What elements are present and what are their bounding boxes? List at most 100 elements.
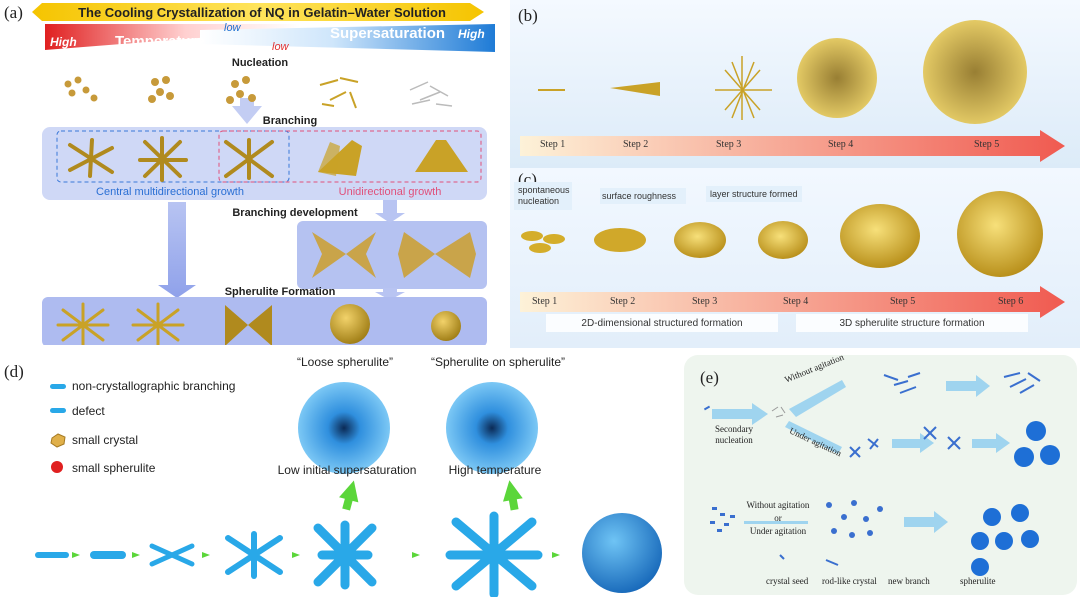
c-note-1-line2: nucleation (518, 196, 560, 206)
d-seq-sphere (582, 513, 662, 593)
c-step-4: Step 4 (783, 296, 809, 307)
panel-d-label: (d) (4, 362, 24, 381)
unidirectional-growth-box (218, 130, 482, 183)
e-secondary-line1: Secondary (715, 424, 753, 434)
spherulite-row-ball (431, 311, 461, 341)
e-rods-top-2 (1003, 372, 1041, 394)
spherulite-row-cluster (330, 304, 370, 344)
c-step-5: Step 5 (890, 296, 916, 307)
e-arrow-3-body (892, 439, 920, 448)
spherulite-row-bowtie (225, 305, 272, 345)
down-arrow-1 (232, 98, 262, 124)
e-dashes (771, 406, 786, 418)
c-step5-sphere (840, 204, 920, 268)
e-seeds-bottom (710, 507, 735, 532)
c-3d-label: 3D spherulite structure formation (839, 318, 985, 329)
d-seq-arrow-4 (292, 552, 300, 558)
b-step5-crystal (923, 20, 1027, 124)
branching-panel (42, 127, 487, 200)
c-2d-label: 2D-dimensional structured formation (581, 318, 743, 329)
e-arrow-2-head (976, 375, 990, 397)
e-secondary-nucleation: Secondary nucleation (704, 424, 764, 446)
b-step-1: Step 1 (540, 139, 566, 150)
down-arrow-4 (375, 288, 405, 300)
e-under-agitation-2: Under agitation (749, 526, 807, 536)
d-high-temp-label: High temperature (448, 463, 542, 477)
d-seq-cross (149, 543, 195, 567)
e-legend-rod: rod-like crystal (822, 576, 877, 586)
e-arrow-down (785, 421, 842, 454)
central-growth-label: Central multidirectional growth (96, 186, 244, 198)
branching-crystals (68, 136, 274, 182)
d-up-arrow-2 (503, 480, 523, 511)
e-spherulites-2 (971, 504, 1039, 576)
panel-d-graphics (35, 382, 662, 597)
e-arrow-6-body (904, 517, 934, 527)
d-seq-arrow-6 (552, 552, 560, 558)
c-step4-disk (758, 221, 808, 259)
panel-a (32, 3, 495, 345)
temperature-label: Temperature (115, 33, 205, 50)
d-seq-rod-1 (35, 552, 69, 558)
panel-b-label: (b) (518, 6, 538, 25)
e-spherulites-1 (1014, 421, 1060, 467)
spherulite-formation-label: Spherulite Formation (224, 286, 336, 298)
e-legend-spherulite: spherulite (960, 576, 996, 586)
d-sos-spherulite (446, 382, 538, 474)
temp-low-label: low (272, 41, 289, 53)
d-loose-spherulite (298, 382, 390, 474)
e-clusters-bottom (826, 500, 883, 538)
panel-e-graphics (703, 372, 1060, 576)
e-rods-top-1 (883, 372, 921, 394)
d-seq-arrow-1 (72, 552, 80, 558)
uni-growth-label: Unidirectional growth (338, 186, 442, 198)
legend-defect-icon (50, 408, 66, 413)
e-branched-2 (923, 426, 961, 450)
legend-small-spherulite: small spherulite (72, 461, 156, 475)
c-2d-box (546, 314, 778, 332)
branching-label: Branching (262, 115, 318, 127)
title-banner (32, 3, 484, 21)
e-arrow-4-head (996, 433, 1010, 453)
c-step3-disk (674, 222, 726, 258)
c-step2-disk (594, 228, 646, 252)
e-legend-rod-icon (825, 559, 839, 566)
panel-b-graphics (520, 20, 1065, 162)
sat-low-label: low (224, 22, 241, 34)
d-seq-star (445, 511, 543, 597)
branching-development-label: Branching development (232, 207, 358, 219)
e-arrow-6-head (934, 511, 948, 533)
e-arrow-2-body (946, 381, 976, 391)
panel-e-label: (e) (700, 368, 719, 387)
spherulite-row-1 (56, 302, 185, 345)
e-arrow-5-body (744, 521, 808, 524)
c-note-1-box (514, 182, 572, 210)
e-arrow-4-body (972, 439, 996, 448)
d-loose-label: “Loose spherulite” (296, 355, 394, 369)
e-seed-cluster (703, 405, 711, 411)
d-sos-label: “Spherulite on spherulite” (430, 355, 566, 369)
unidirectional-crystals (318, 140, 468, 176)
legend-branching: non-crystallographic branching (72, 379, 236, 393)
e-legend-seed-icon (779, 554, 785, 560)
d-seq-arrow-3 (202, 552, 210, 558)
e-legend-branch: new branch (888, 576, 930, 586)
e-arrow-1-head (752, 403, 768, 425)
c-step-2: Step 2 (610, 296, 636, 307)
nucleation-label: Nucleation (231, 57, 289, 69)
central-growth-box (56, 130, 290, 183)
nucleation-needles (319, 77, 359, 109)
b-step-2: Step 2 (623, 139, 649, 150)
supersaturation-wedge (200, 24, 495, 52)
bowtie-crystals (312, 232, 476, 278)
d-seq-bowtie (313, 520, 377, 590)
c-step1-disks (521, 231, 565, 253)
nucleation-crystals (64, 76, 256, 104)
e-legend-seed: crystal seed (766, 576, 809, 586)
d-seq-arrow-2 (132, 552, 140, 558)
e-arrow-1-body (712, 409, 752, 419)
d-up-arrow-1 (339, 480, 359, 511)
c-3d-box (796, 314, 1028, 332)
nucleation-faint-needles (409, 81, 453, 107)
legend-branching-icon (50, 384, 66, 389)
